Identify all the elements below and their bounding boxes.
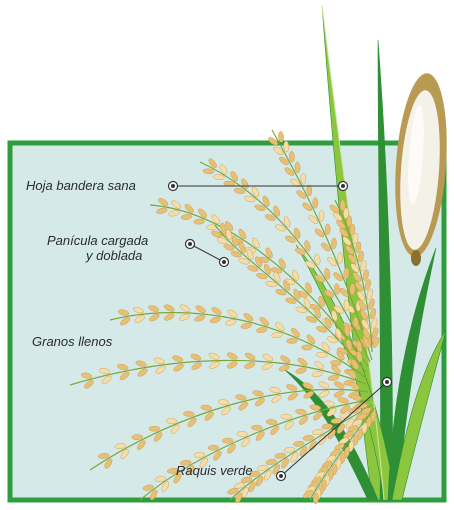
rice-grain (286, 338, 297, 344)
rice-grain (343, 268, 349, 279)
rice-grain (166, 418, 177, 424)
leader-dot (341, 184, 345, 188)
leader-dot (279, 474, 283, 478)
rice-grain (289, 151, 295, 162)
rice-grain (208, 445, 219, 451)
leader-dot (171, 184, 175, 188)
label-flag-leaf: Hoja bandera sana (26, 178, 136, 193)
rice-grain (203, 168, 214, 174)
rice-grain (319, 210, 324, 221)
rice-grain (149, 426, 160, 431)
rice-grain (307, 185, 312, 196)
rice-grain (353, 317, 359, 328)
label-green-rachis: Raquis verde (176, 463, 253, 478)
rice-grain (301, 173, 307, 184)
label-panicle-line1: Panícula cargada (47, 233, 148, 248)
rice-grain (331, 238, 337, 249)
rice-grain (337, 252, 343, 263)
rice-grain (237, 431, 248, 436)
leader-dot (222, 260, 226, 264)
rice-grain (222, 438, 233, 443)
rice-grain (295, 162, 301, 173)
label-panicle-line2: y doblada (86, 248, 142, 263)
rice-grain (325, 224, 330, 235)
rice-grain (340, 200, 345, 211)
rice-grain (313, 197, 318, 208)
leader-dot (188, 242, 192, 246)
rice-grain (132, 434, 143, 440)
label-full-grains: Granos llenos (32, 334, 112, 349)
leader-dot (385, 380, 389, 384)
rice-grain (251, 425, 262, 431)
rice-grain (316, 352, 327, 358)
rice-grain (193, 219, 204, 225)
rice-grain (301, 345, 312, 350)
